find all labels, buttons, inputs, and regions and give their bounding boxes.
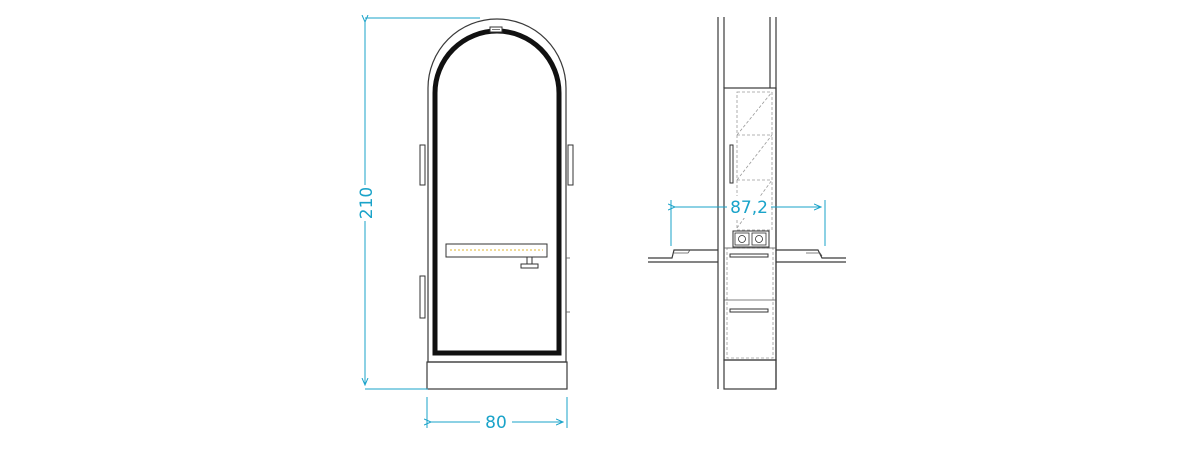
- side-cabinet-body: [723, 87, 777, 361]
- side-compartment: [736, 91, 773, 231]
- right-shelf-detail: [806, 252, 823, 257]
- cabinet-outline: [427, 18, 567, 363]
- socket-icon: [734, 232, 750, 246]
- width-label: 80: [485, 413, 507, 433]
- socket-icon-inner: [755, 235, 763, 243]
- depth-label-bg: [727, 196, 771, 218]
- drawer-pull-icon: [729, 253, 769, 258]
- height-label-bg: [354, 185, 376, 221]
- side-handle-icon: [729, 144, 734, 184]
- cabinet-base: [426, 361, 568, 390]
- left-upper-handle-icon: [419, 144, 426, 186]
- side-diagonal-dash: [736, 134, 773, 181]
- drawer-pull-icon: [729, 308, 769, 313]
- front-view: 210 80: [354, 18, 574, 433]
- left-lower-handle-icon: [419, 275, 426, 319]
- width-label-bg: [480, 412, 512, 432]
- mirror-frame: [432, 28, 562, 356]
- holder-base: [520, 263, 539, 269]
- side-view: 87,2: [648, 17, 846, 390]
- socket-icon: [751, 232, 767, 246]
- right-upper-handle-icon: [567, 144, 574, 186]
- right-shelf: [776, 249, 846, 259]
- height-label: 210: [357, 187, 377, 219]
- side-diagonal-dash: [736, 91, 773, 136]
- side-base: [723, 359, 777, 390]
- left-shelf: [648, 249, 718, 259]
- side-lower-compartment: [726, 247, 774, 359]
- depth-label: 87,2: [730, 198, 768, 218]
- socket-icon-inner: [738, 235, 746, 243]
- shelf: [445, 243, 548, 258]
- left-shelf-detail: [674, 249, 691, 254]
